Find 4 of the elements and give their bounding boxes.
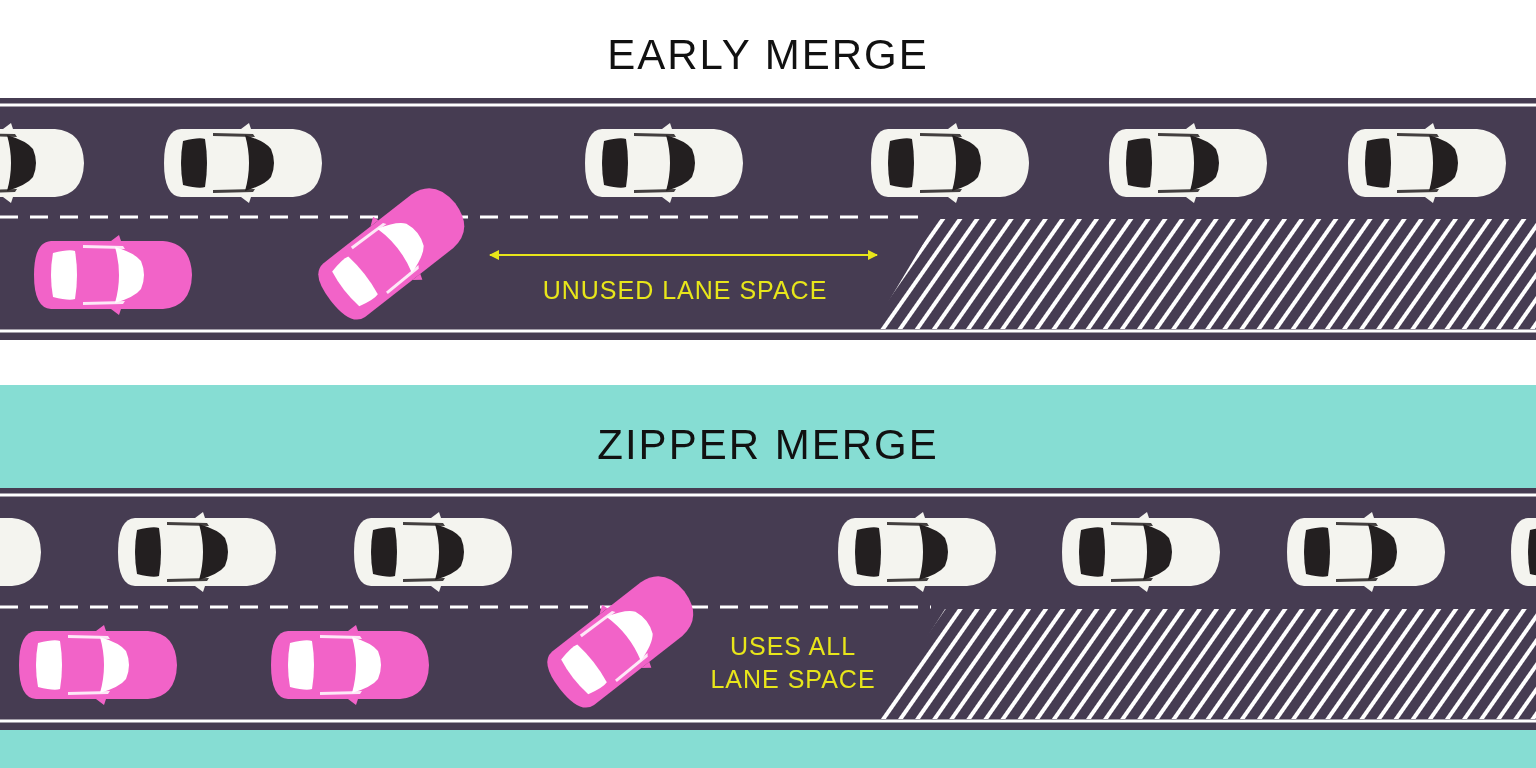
annotation-text: USES ALL LANE SPACE (709, 631, 877, 695)
section-title: EARLY MERGE (606, 30, 930, 80)
section-title: ZIPPER MERGE (596, 420, 940, 470)
annotation-text: UNUSED LANE SPACE (541, 275, 829, 306)
